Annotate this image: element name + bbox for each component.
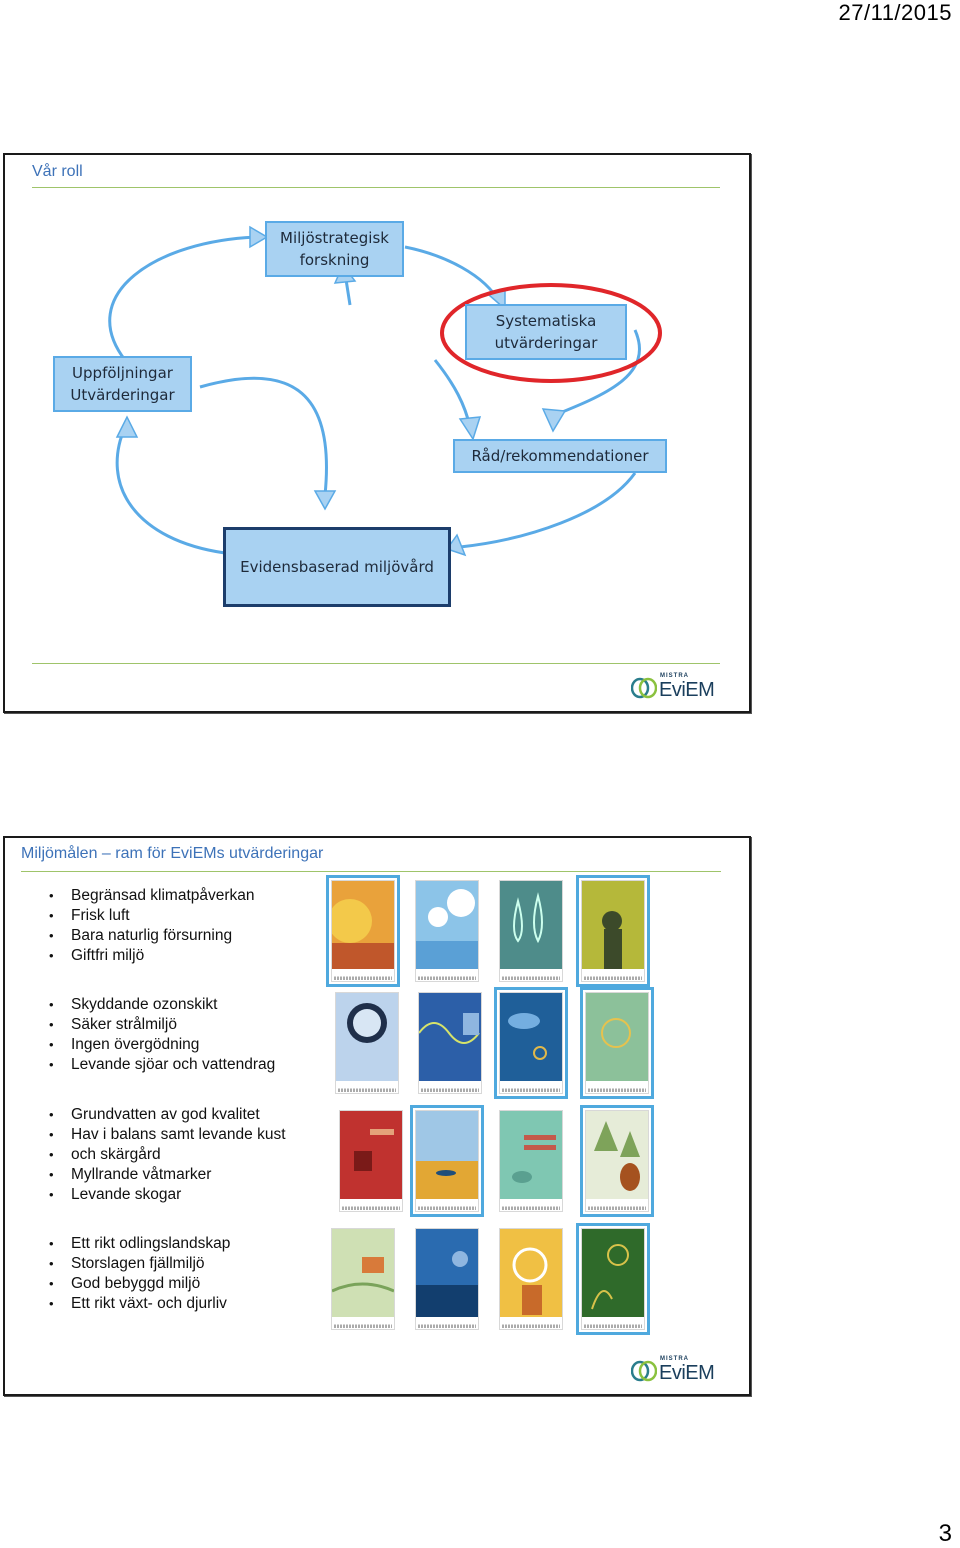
arrow-head-evidence-top: [313, 490, 337, 511]
goal-poster-farmland: [331, 1228, 395, 1330]
goal-poster-biodiversity: [576, 1223, 650, 1335]
goal-poster-lakes: [580, 987, 654, 1099]
arrow-followup-to-evidence: [199, 376, 328, 496]
arrow-head-advice-left: [458, 416, 482, 441]
box-advice: Råd/rekommendationer: [453, 439, 667, 473]
arrow-head-research-left: [249, 225, 269, 249]
footer-divider: [32, 663, 720, 664]
slide-title: Miljömålen – ram för EviEMs utvärderinga…: [21, 845, 324, 862]
goal-item: Myllrande våtmarker: [49, 1165, 286, 1185]
goal-poster-acid: [499, 880, 563, 982]
goal-item: Hav i balans samt levande kust: [49, 1125, 286, 1145]
arrow-systematic-to-advice: [433, 359, 472, 428]
arrow-evidence-to-followup: [115, 426, 226, 555]
goal-item: Begränsad klimatpåverkan: [49, 886, 255, 906]
arrow-systematic-to-advice-right: [549, 329, 641, 419]
goal-poster-forests: [580, 1105, 654, 1217]
goal-item: Bara naturlig försurning: [49, 926, 255, 946]
page-date: 27/11/2015: [838, 0, 952, 25]
goal-item: Ett rikt odlingslandskap: [49, 1234, 230, 1254]
logo-text-mistra: MISTRA: [660, 1356, 689, 1362]
box-followup: Uppföljningar Utvärderingar: [53, 356, 192, 412]
slide-title: Vår roll: [32, 163, 83, 180]
goal-poster-mountains: [415, 1228, 479, 1330]
arrow-followup-to-research: [108, 235, 261, 361]
goal-item: Levande sjöar och vattendrag: [49, 1055, 275, 1075]
box-research: Miljöstrategisk forskning: [265, 221, 404, 277]
title-divider: [21, 871, 721, 872]
arrow-head-evidence-right: [445, 533, 467, 557]
goal-poster-radiation: [418, 992, 482, 1094]
arrow-advice-to-evidence: [459, 472, 637, 549]
goal-item: Storslagen fjällmiljö: [49, 1254, 230, 1274]
slide-var-roll: Vår roll Miljöstrategisk forskning Uppfö…: [3, 153, 751, 713]
eviem-logo-icon: [631, 1360, 657, 1382]
eviem-logo-icon: [631, 677, 657, 699]
page-number: 3: [938, 1520, 952, 1547]
goal-item: Skyddande ozonskikt: [49, 995, 275, 1015]
box-systematic: Systematiska utvärderingar: [465, 304, 627, 360]
goal-list-3: Grundvatten av god kvalitet Hav i balans…: [49, 1105, 286, 1205]
goal-item: Frisk luft: [49, 906, 255, 926]
goal-poster-urban: [499, 1228, 563, 1330]
goal-list-1: Begränsad klimatpåverkan Frisk luft Bara…: [49, 886, 255, 966]
goal-poster-groundwater: [339, 1110, 403, 1212]
goal-poster-sea: [410, 1105, 484, 1217]
title-divider: [32, 187, 720, 188]
box-evidence: Evidensbaserad miljövård: [223, 527, 451, 607]
logo-text-mistra: MISTRA: [660, 673, 689, 679]
highlight-ellipse: [440, 283, 662, 383]
goal-poster-wetlands: [499, 1110, 563, 1212]
goal-item: Grundvatten av god kvalitet: [49, 1105, 286, 1125]
logo-text-eviem: EviEM: [659, 1362, 715, 1384]
goal-item: Säker strålmiljö: [49, 1015, 275, 1035]
goal-poster-air: [415, 880, 479, 982]
arrow-head-followup: [115, 415, 139, 438]
goal-item: Ett rikt växt- och djurliv: [49, 1294, 230, 1314]
goal-list-2: Skyddande ozonskikt Säker strålmiljö Ing…: [49, 995, 275, 1075]
arrow-head-advice-right: [541, 408, 567, 433]
goal-poster-eutrophication: [494, 987, 568, 1099]
goal-poster-toxic: [576, 875, 650, 987]
goal-poster-ozone: [335, 992, 399, 1094]
goal-item: och skärgård: [49, 1145, 286, 1165]
goal-poster-climate: [326, 875, 400, 987]
eviem-logo: MISTRA EviEM: [631, 1356, 723, 1386]
goal-item: Giftfri miljö: [49, 946, 255, 966]
goal-item: God bebyggd miljö: [49, 1274, 230, 1294]
goal-item: Levande skogar: [49, 1185, 286, 1205]
eviem-logo: MISTRA EviEM: [631, 673, 723, 703]
goal-item: Ingen övergödning: [49, 1035, 275, 1055]
slide-miljomalen: Miljömålen – ram för EviEMs utvärderinga…: [3, 836, 751, 1396]
goal-list-4: Ett rikt odlingslandskap Storslagen fjäl…: [49, 1234, 230, 1314]
logo-text-eviem: EviEM: [659, 679, 715, 701]
